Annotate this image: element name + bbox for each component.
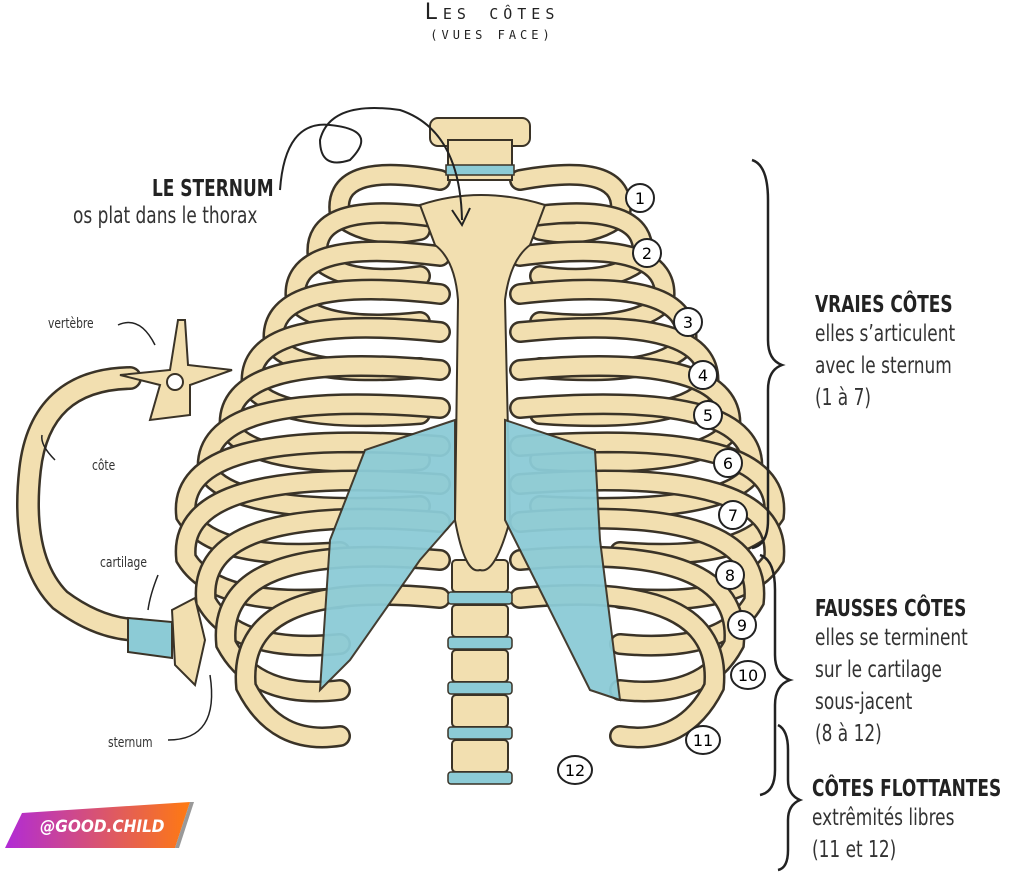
rib-number-circle xyxy=(625,183,655,213)
vertebra xyxy=(451,694,509,728)
lumbar-vertebrae xyxy=(447,559,513,785)
logo-text: @GOOD.CHILD xyxy=(40,817,165,837)
group-line: sous-jacent xyxy=(815,689,913,715)
group-line: (11 et 12) xyxy=(812,837,897,863)
rib-number-circle xyxy=(693,400,723,430)
rib-number: 7 xyxy=(728,506,738,525)
rib-number-circle xyxy=(557,755,593,785)
vertebra xyxy=(451,604,509,638)
group-line: extrêmités libres xyxy=(812,805,955,831)
diagram-subtitle: (vues face) xyxy=(430,28,554,42)
rib-number: 10 xyxy=(738,666,758,685)
rib xyxy=(177,472,449,609)
rib-number: 6 xyxy=(723,454,733,473)
rib xyxy=(511,472,783,609)
ribs xyxy=(174,163,786,749)
label-vertebre: vertèbre xyxy=(48,316,94,332)
rib-number: 5 xyxy=(703,406,713,425)
group-line: (8 à 12) xyxy=(815,721,882,747)
group-heading: FAUSSES CÔTES xyxy=(815,596,967,622)
spine xyxy=(429,117,531,181)
rib-number: 9 xyxy=(737,616,747,635)
rib-number-circle xyxy=(718,500,748,530)
vertebra xyxy=(451,649,509,683)
sternum-bone xyxy=(418,194,547,572)
group-fausses-cotes: FAUSSES CÔTES elles se terminent sur le … xyxy=(815,596,1001,750)
group-line: elles se terminent xyxy=(815,625,968,651)
group-line: elles s’articulent xyxy=(815,321,956,347)
disc xyxy=(447,591,513,605)
group-line: avec le sternum xyxy=(815,353,952,379)
group-heading: CÔTES FLOTTANTES xyxy=(812,776,1002,802)
rib-number: 4 xyxy=(698,366,708,385)
label-cartilage: cartilage xyxy=(100,555,147,571)
logo-banner xyxy=(5,802,190,848)
rib xyxy=(511,433,783,563)
rib-number-circle xyxy=(688,360,718,390)
rib-number-circle xyxy=(673,307,703,337)
cartilage-left xyxy=(318,418,456,693)
rib xyxy=(511,586,723,746)
label-cote: côte xyxy=(92,458,116,474)
rib-number: 8 xyxy=(725,566,735,585)
group-vraies-cotes: VRAIES CÔTES elles s’articulent avec le … xyxy=(815,292,986,414)
rib xyxy=(197,510,449,655)
group-braces xyxy=(751,158,804,872)
rib-number: 1 xyxy=(635,189,645,208)
rib xyxy=(177,433,449,563)
group-cotes-flottantes: CÔTES FLOTTANTES extrêmités libres (11 e… xyxy=(812,776,1024,866)
rib-number: 12 xyxy=(565,761,585,780)
sternum-heading: LE STERNUM xyxy=(152,176,274,202)
rib-number-circle xyxy=(727,610,757,640)
vertebra xyxy=(451,739,509,773)
group-heading: VRAIES CÔTES xyxy=(815,292,953,318)
rib-number: 11 xyxy=(693,731,713,750)
rib-number-circle xyxy=(685,725,721,755)
rib-number: 3 xyxy=(683,313,693,332)
diagram-title: Les côtes xyxy=(424,0,560,25)
cartilage-right xyxy=(504,418,622,702)
rib-number: 2 xyxy=(642,244,652,263)
rib-number-circle xyxy=(713,448,743,478)
single-rib-diagram xyxy=(16,319,233,741)
label-sternum: sternum xyxy=(108,735,153,751)
group-line: (1 à 7) xyxy=(815,385,872,411)
rib-number-circle xyxy=(730,660,766,690)
sternum-arrow xyxy=(279,107,463,221)
disc xyxy=(447,681,513,695)
rib-number-circle xyxy=(715,560,745,590)
disc xyxy=(447,771,513,785)
rib xyxy=(511,510,763,655)
group-line: sur le cartilage xyxy=(815,657,942,683)
sternum-desc: os plat dans le thorax xyxy=(73,203,258,229)
disc xyxy=(447,636,513,650)
rib-number-circle xyxy=(632,238,662,268)
disc xyxy=(447,726,513,740)
